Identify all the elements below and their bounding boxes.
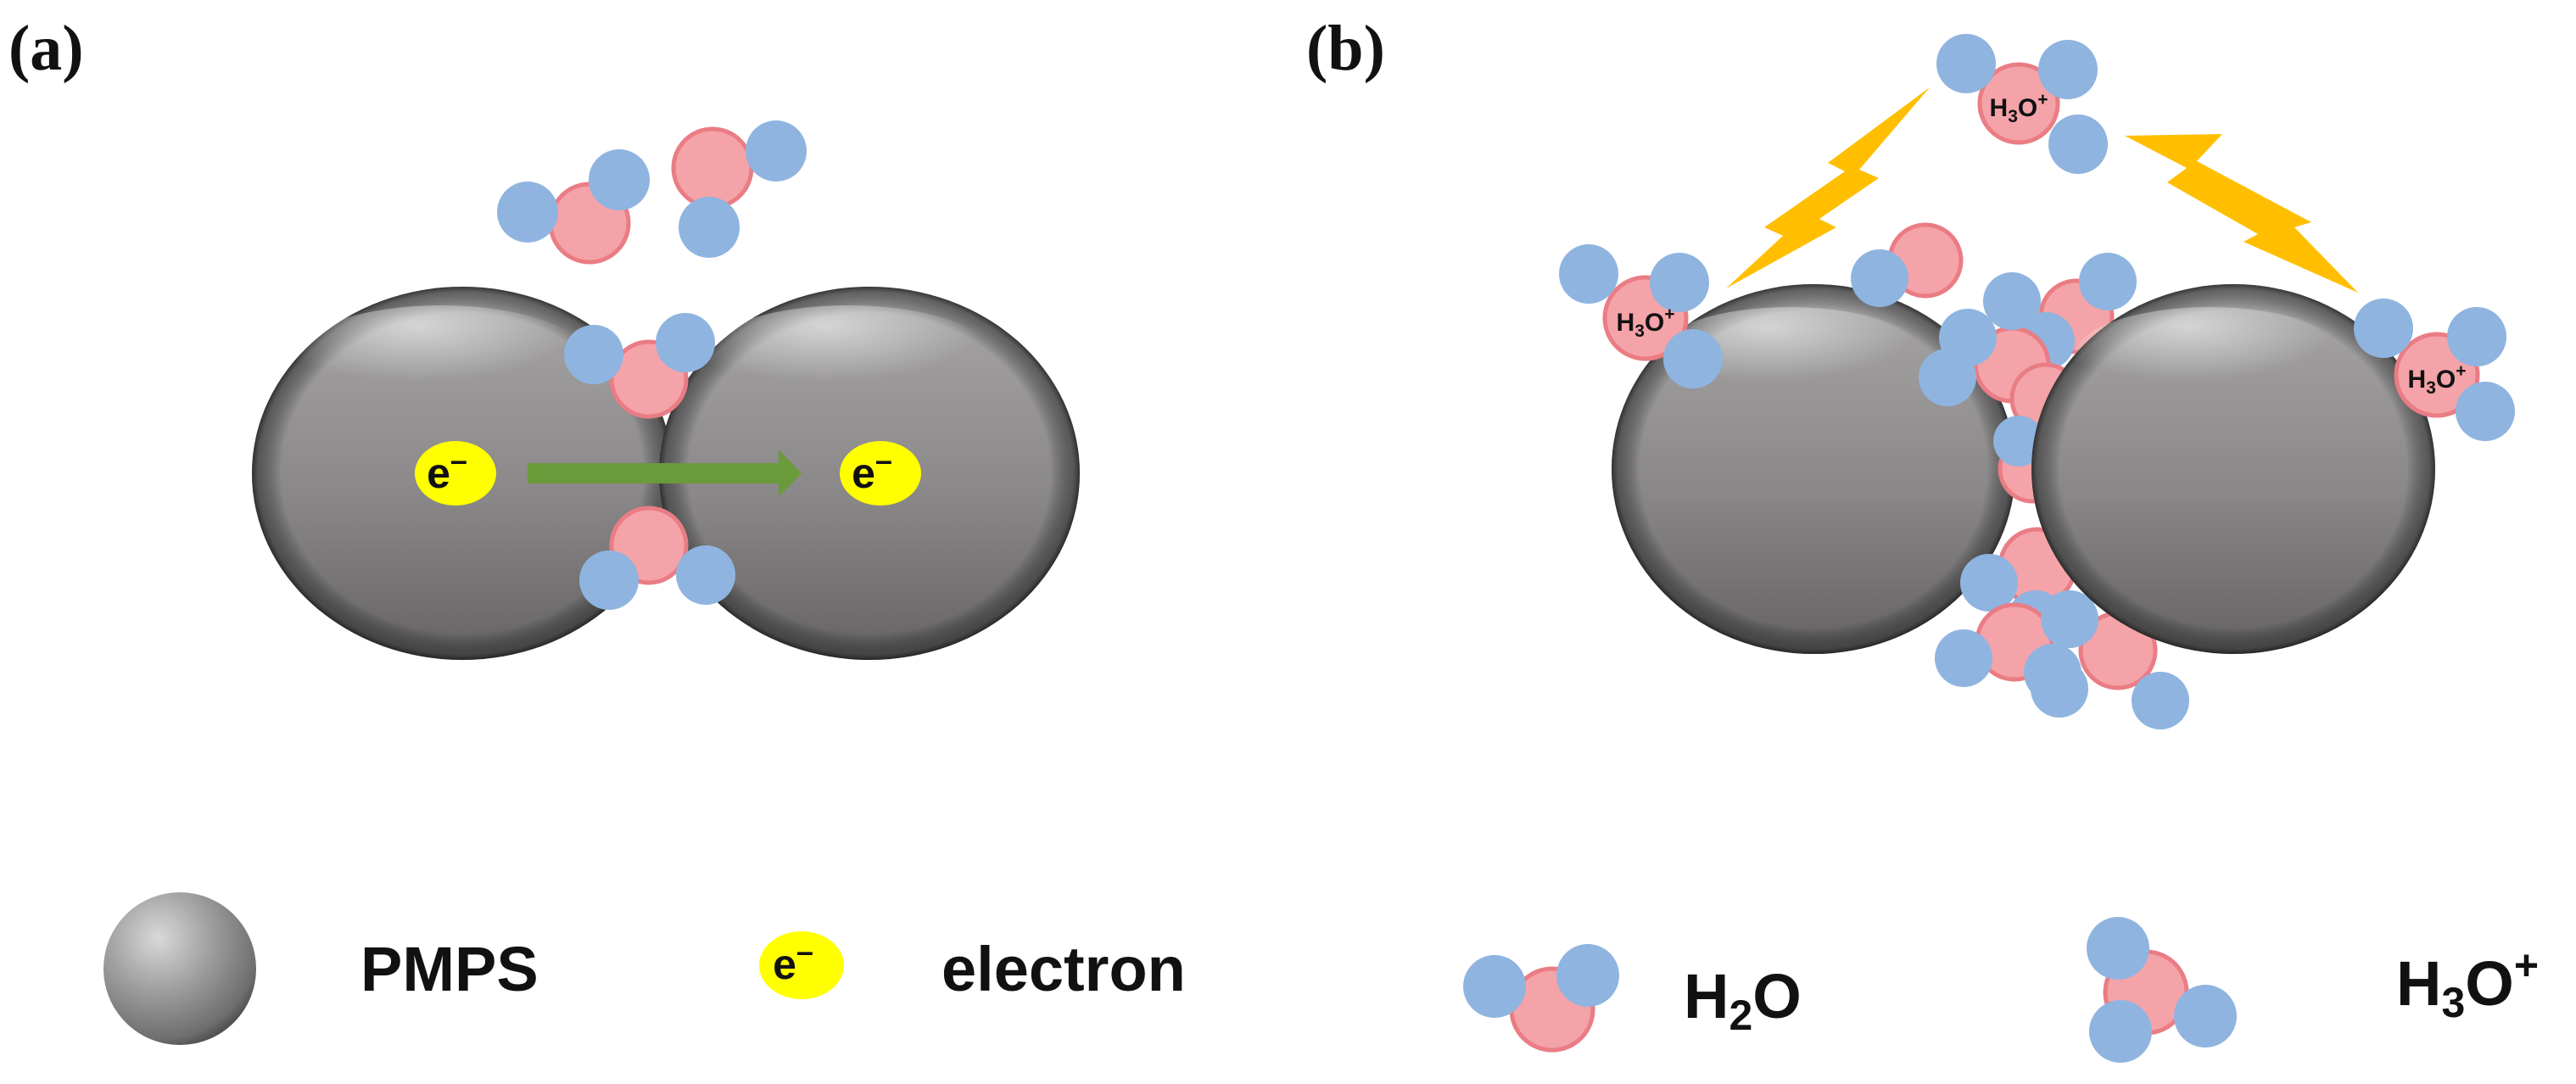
- h3o-ion: H3O+: [2354, 299, 2515, 441]
- h2o-molecule: [579, 506, 735, 610]
- legend-h2o-sub: 2: [1729, 992, 1752, 1039]
- electron-icon: [759, 931, 844, 999]
- legend-pmps: PMPS: [103, 892, 539, 1045]
- h3o-ion-icon: [2087, 917, 2237, 1063]
- svg-text:e–: e–: [852, 443, 892, 497]
- legend-h3o-o: O: [2465, 948, 2514, 1019]
- h2o-molecule: [1851, 222, 1964, 307]
- legend: PMPS e– electron H2O H3O+: [103, 892, 2539, 1063]
- ion-sup: +: [1664, 305, 1674, 324]
- legend-pmps-label: PMPS: [360, 934, 539, 1004]
- electron-symbol: e: [427, 450, 450, 497]
- h2o-molecule: [564, 313, 715, 419]
- ion-h: H: [1990, 94, 2009, 122]
- ion-o: O: [2436, 366, 2456, 394]
- electron-charge: –: [875, 443, 892, 478]
- electron-left: e–: [415, 441, 496, 506]
- ion-sub: 3: [1634, 321, 1645, 341]
- legend-h3o-sup: +: [2514, 942, 2539, 989]
- legend-electron: e– electron: [759, 931, 1186, 1004]
- svg-text:H2O: H2O: [1684, 961, 1802, 1039]
- h2o-molecule: [2041, 590, 2189, 729]
- ion-sup: +: [2456, 361, 2466, 381]
- electron-charge: –: [796, 934, 813, 969]
- svg-text:H3O+: H3O+: [1990, 90, 2048, 126]
- lightning-bolt: [1726, 87, 1930, 288]
- h2o-molecule-icon: [1463, 944, 1619, 1053]
- svg-text:H3O+: H3O+: [1617, 305, 1675, 341]
- legend-electron-label: electron: [942, 934, 1186, 1004]
- ion-sup: +: [2037, 90, 2048, 109]
- lightning-bolt: [2125, 134, 2358, 293]
- panel-a: e– e–: [252, 120, 1080, 660]
- legend-h2o: H2O: [1463, 944, 1802, 1053]
- svg-text:e–: e–: [773, 934, 813, 988]
- svg-text:H3O+: H3O+: [2408, 361, 2467, 398]
- hydrogen-atom: [2031, 660, 2088, 718]
- panel-a-label: (a): [8, 13, 84, 84]
- ion-sub: 3: [2426, 378, 2436, 398]
- ion-o: O: [2018, 94, 2037, 122]
- legend-h3o-h: H: [2396, 948, 2441, 1019]
- ion-o: O: [1645, 309, 1664, 337]
- panel-b-label: (b): [1306, 13, 1385, 84]
- ion-h: H: [1617, 309, 1635, 337]
- legend-h2o-o: O: [1752, 961, 1802, 1031]
- h2o-molecule: [671, 120, 807, 258]
- h3o-ion: H3O+: [1936, 34, 2108, 174]
- electron-charge: –: [450, 443, 467, 478]
- electron-symbol: e: [773, 941, 796, 988]
- electron-right: e–: [840, 441, 921, 506]
- panel-b: H3O+ H3O+ H3O+: [1559, 34, 2515, 729]
- electron-symbol: e: [852, 450, 875, 497]
- legend-h3o-sub: 3: [2441, 979, 2465, 1026]
- electron-transfer-arrow: [528, 450, 802, 497]
- svg-text:e–: e–: [427, 443, 467, 497]
- svg-text:H3O+: H3O+: [2396, 942, 2539, 1026]
- ion-sub: 3: [2008, 107, 2018, 126]
- ion-h: H: [2408, 366, 2427, 394]
- h3o-ion: H3O+: [1559, 244, 1723, 388]
- h2o-molecule: [497, 149, 650, 265]
- legend-h3o: H3O+: [2087, 917, 2539, 1063]
- legend-h2o-h: H: [1684, 961, 1729, 1031]
- pmps-particle-right: [2031, 284, 2435, 654]
- pmps-sphere-icon: [103, 892, 256, 1045]
